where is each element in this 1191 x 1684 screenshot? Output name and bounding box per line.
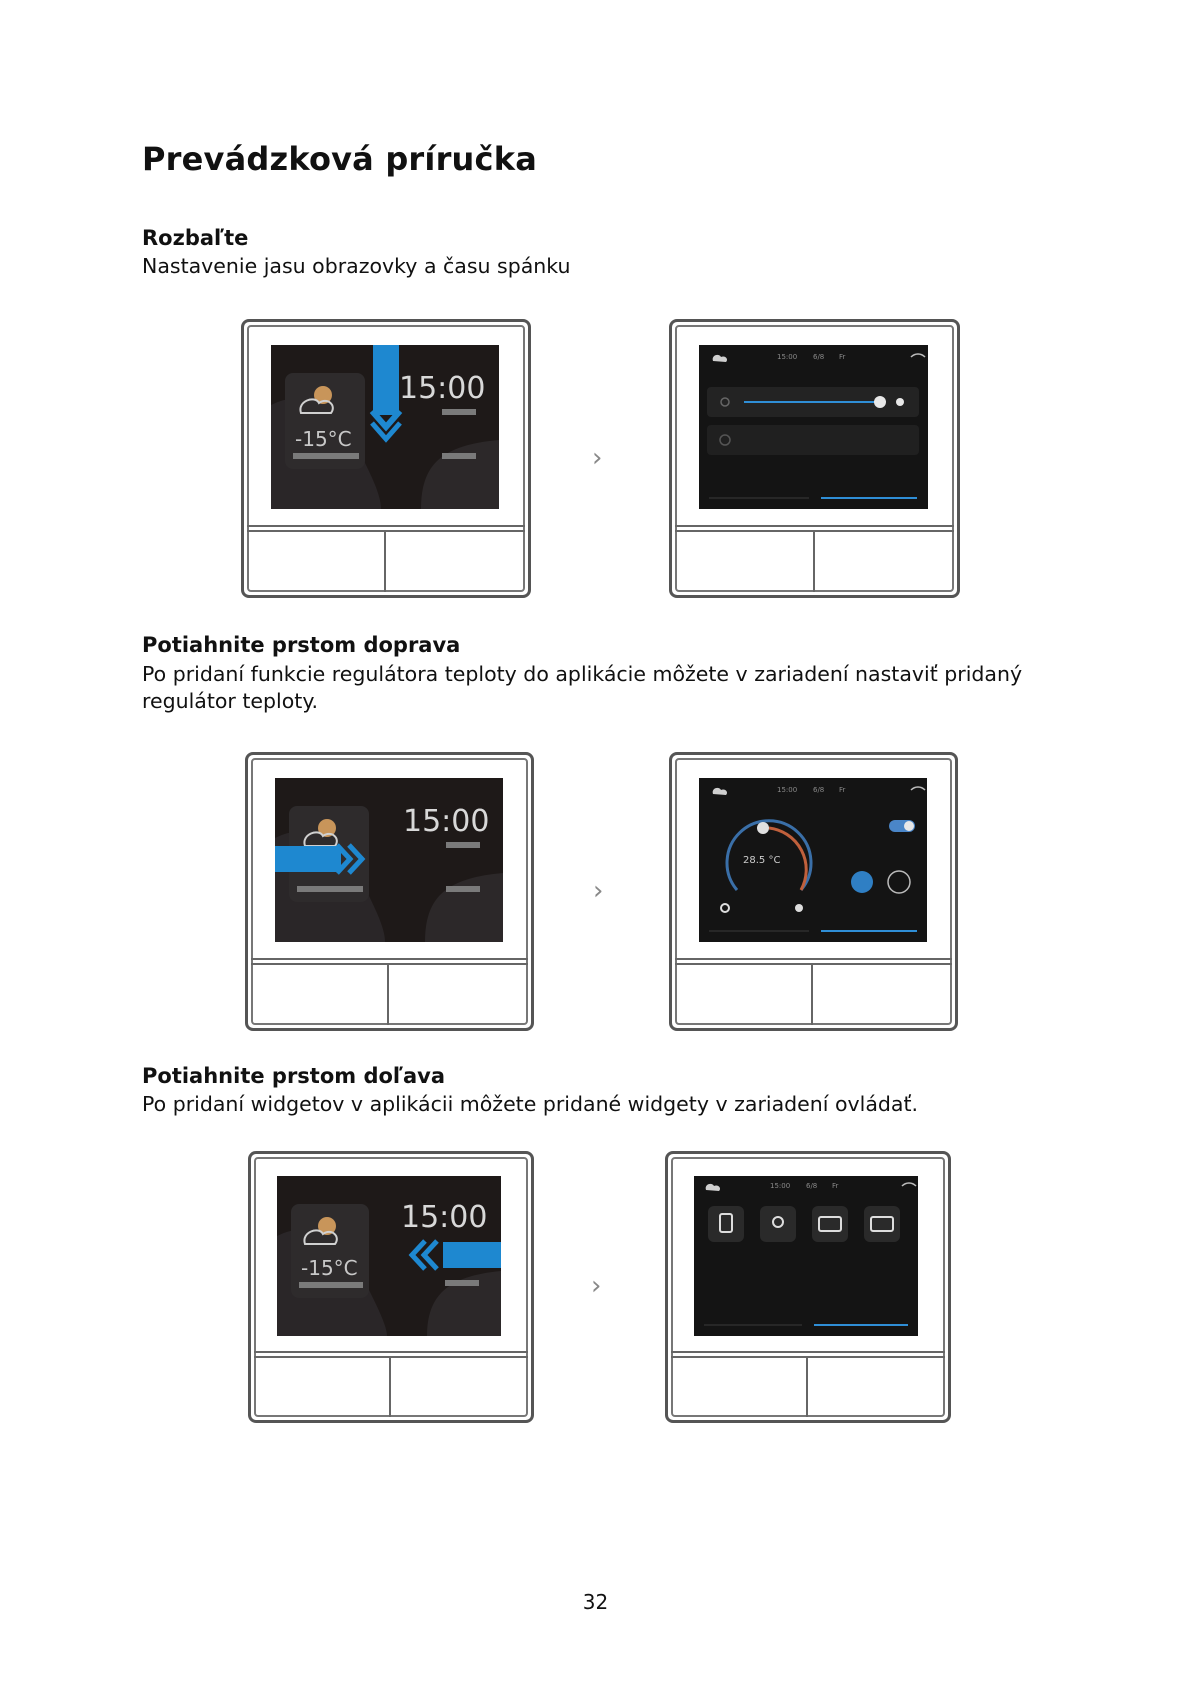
status-time: 15:00 (777, 353, 798, 361)
clock-text: 15:00 (403, 804, 490, 839)
clock-text: 15:00 (401, 1200, 488, 1235)
device-brightness-screen: 15:00 6/8 Fr (669, 319, 960, 598)
status-date: 6/8 (813, 353, 825, 361)
chevron-right-icon: › (591, 1271, 602, 1301)
status-day: Fr (832, 1182, 839, 1190)
section-heading-swipe-right: Potiahnite prstom doprava (142, 633, 461, 657)
section-text-swipe-left: Po pridaní widgetov v aplikácii môžete p… (142, 1092, 919, 1116)
section-heading-swipe-left: Potiahnite prstom doľava (142, 1064, 446, 1088)
page-number: 32 (582, 1590, 609, 1614)
section-text-swipe-right-line1: Po pridaní funkcie regulátora teploty do… (142, 662, 1023, 686)
status-day: Fr (839, 353, 846, 361)
device-screen: 15:00 6/8 Fr 28.5 °C (699, 778, 927, 942)
section-heading-expand: Rozbaľte (142, 226, 249, 250)
chevron-right-icon: › (593, 876, 604, 906)
device-thermostat-screen: 15:00 6/8 Fr 28.5 °C (669, 752, 958, 1031)
status-date: 6/8 (806, 1182, 818, 1190)
status-time: 15:00 (777, 786, 798, 794)
section-text-swipe-right-line2: regulátor teploty. (142, 689, 319, 713)
status-day: Fr (839, 786, 846, 794)
temperature-text: -15°C (295, 427, 352, 451)
device-home-swipe-left: 15:00 -15°C (248, 1151, 534, 1423)
temperature-text: -15°C (301, 1256, 358, 1280)
device-screen: 15:00 -15°C (277, 1176, 501, 1336)
status-date: 6/8 (813, 786, 825, 794)
thermostat-temperature: 28.5 °C (743, 855, 781, 866)
device-home-swipe-down: 15:00 -15°C (241, 319, 531, 598)
section-text-expand: Nastavenie jasu obrazovky a času spánku (142, 254, 571, 278)
clock-text: 15:00 (399, 371, 486, 406)
device-home-swipe-right: 15:00 (245, 752, 534, 1031)
status-time: 15:00 (770, 1182, 791, 1190)
device-screen: 15:00 6/8 Fr (694, 1176, 918, 1336)
device-screen: 15:00 (275, 778, 503, 942)
device-screen: 15:00 -15°C (271, 345, 499, 509)
page-title: Prevádzková príručka (142, 140, 537, 178)
device-widgets-screen: 15:00 6/8 Fr (665, 1151, 951, 1423)
chevron-right-icon: › (592, 443, 603, 473)
device-screen: 15:00 6/8 Fr (699, 345, 928, 509)
